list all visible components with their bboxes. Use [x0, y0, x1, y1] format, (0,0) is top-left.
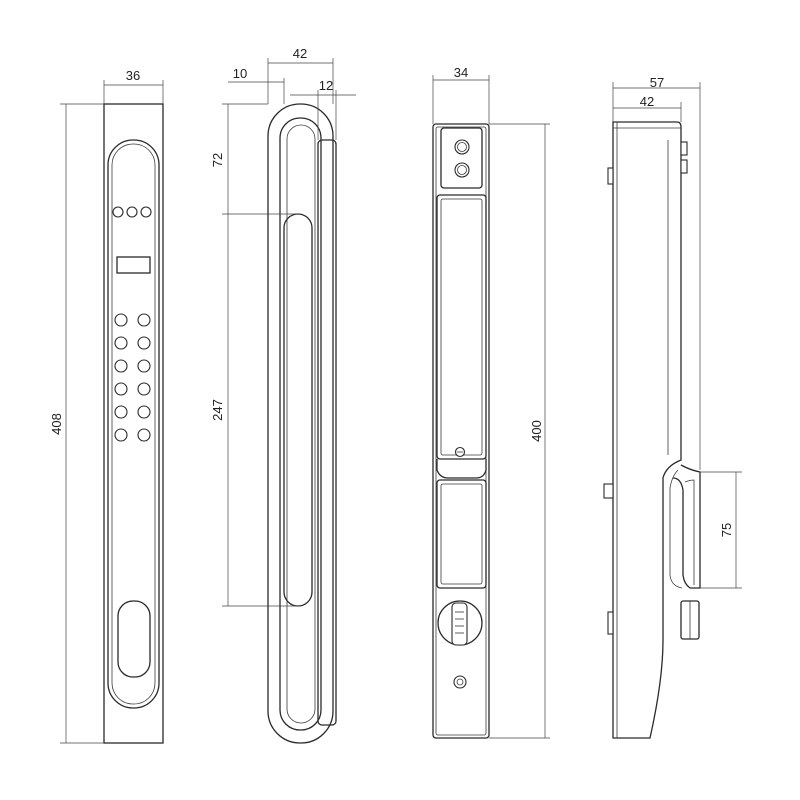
dim-side-72: 72 — [210, 103, 300, 215]
top-button-2 — [454, 162, 470, 178]
dim-side-247: 247 — [210, 214, 300, 607]
front-panel-inner — [111, 143, 156, 705]
dim-label-42: 42 — [293, 46, 307, 61]
side-button-2 — [680, 159, 688, 174]
keyhole — [453, 675, 467, 689]
dim-front-height: 408 — [49, 103, 104, 744]
battery-cover — [436, 194, 487, 460]
top-module — [440, 127, 483, 189]
dim-back-34: 34 — [432, 65, 490, 124]
mount-tab-top — [607, 167, 614, 185]
dim-side-10: 10 — [228, 66, 285, 104]
side-button-1 — [680, 141, 688, 156]
front-view: 36 408 — [49, 68, 164, 744]
side-view-handle: 42 10 12 72 247 — [210, 46, 356, 744]
profile-body — [612, 121, 682, 739]
keypad-buttons — [114, 313, 151, 442]
dim-profile-42: 42 — [613, 94, 682, 122]
dim-label-57: 57 — [650, 75, 664, 90]
mount-pin-mid — [603, 483, 614, 499]
handle-outer — [267, 103, 334, 744]
grip-recess — [283, 213, 313, 607]
dim-label-34: 34 — [454, 65, 468, 80]
fingerprint-sensor — [117, 600, 151, 678]
mount-tab-bottom — [607, 611, 614, 635]
dim-side-42: 42 — [267, 46, 334, 104]
thumb-turn-knob — [451, 602, 468, 646]
dim-profile-57: 57 — [612, 75, 701, 470]
dim-label-75: 75 — [719, 523, 734, 537]
top-button-1 — [454, 139, 470, 155]
front-panel — [107, 139, 160, 709]
dim-label-10: 10 — [233, 66, 247, 81]
lever-handle — [672, 464, 701, 589]
dim-front-width: 36 — [103, 68, 164, 104]
profile-view: 57 42 75 — [603, 75, 742, 739]
back-view: 34 400 — [432, 65, 550, 739]
dim-label-408: 408 — [49, 413, 64, 435]
indicator-lights — [112, 206, 152, 218]
handle-groove — [279, 117, 322, 731]
front-body — [103, 103, 164, 744]
dim-back-400: 400 — [489, 123, 550, 739]
dim-label-12: 12 — [319, 78, 333, 93]
dim-label-72: 72 — [210, 153, 225, 167]
back-body — [432, 123, 490, 739]
side-back-plate — [317, 139, 337, 726]
dim-label-42b: 42 — [640, 94, 654, 109]
lower-module — [436, 479, 487, 589]
dim-label-36: 36 — [126, 68, 140, 83]
dim-side-12: 12 — [290, 78, 356, 140]
dim-label-247: 247 — [210, 399, 225, 421]
display-window — [116, 256, 151, 274]
dim-profile-75: 75 — [700, 471, 742, 589]
dim-label-400: 400 — [529, 420, 544, 442]
handle-groove-inner — [286, 124, 316, 724]
